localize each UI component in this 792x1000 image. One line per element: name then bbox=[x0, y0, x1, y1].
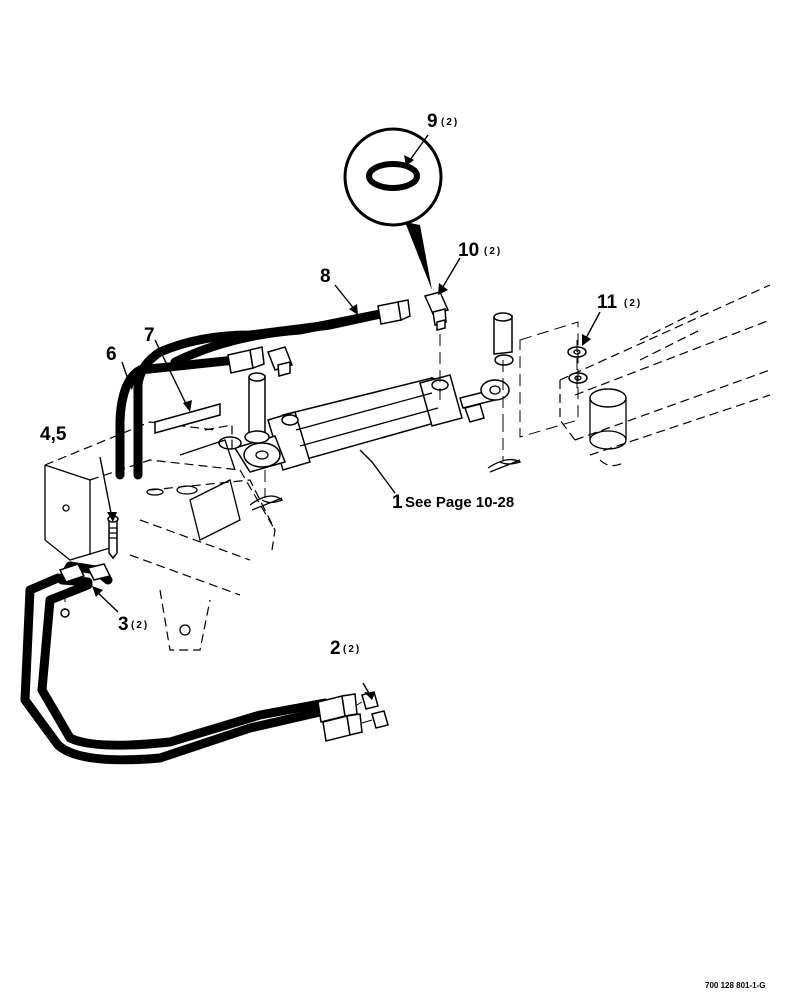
washer-item-11 bbox=[567, 340, 588, 395]
svg-text:7: 7 bbox=[144, 325, 155, 346]
svg-text:(2): (2) bbox=[343, 644, 361, 655]
o-ring-detail bbox=[343, 127, 443, 290]
callout-11: 11 (2) bbox=[597, 292, 642, 313]
svg-text:9: 9 bbox=[427, 111, 438, 132]
callout-8: 8 bbox=[320, 266, 331, 287]
lower-fittings-item-2 bbox=[317, 691, 389, 742]
wear-strip-item-7 bbox=[154, 403, 221, 434]
hose-clamps-item-3 bbox=[58, 563, 112, 583]
callout-4-5: 4,5 bbox=[40, 424, 67, 445]
svg-text:(2): (2) bbox=[131, 620, 149, 631]
section-plane bbox=[519, 321, 579, 438]
svg-text:(2): (2) bbox=[441, 117, 459, 128]
svg-text:(2): (2) bbox=[484, 246, 502, 257]
hose-item-8 bbox=[170, 308, 390, 367]
leader-lines bbox=[92, 257, 601, 700]
svg-text:3: 3 bbox=[118, 614, 129, 635]
svg-text:1: 1 bbox=[392, 492, 403, 513]
lift-arm-frame bbox=[559, 284, 771, 467]
svg-text:6: 6 bbox=[106, 344, 117, 365]
drawing-number: 700 128 801-1-G bbox=[705, 981, 766, 990]
svg-text:8: 8 bbox=[320, 266, 331, 287]
hydraulic-cylinder bbox=[233, 374, 510, 473]
hairpin-clips bbox=[249, 420, 522, 511]
upper-fittings bbox=[227, 299, 411, 374]
elbow-fitting-item-10 bbox=[267, 291, 450, 377]
callout-6: 6 bbox=[106, 344, 117, 365]
svg-text:(2): (2) bbox=[624, 298, 642, 309]
callout-2: 2 (2) bbox=[330, 638, 361, 659]
svg-text:10: 10 bbox=[458, 240, 479, 261]
svg-text:11: 11 bbox=[597, 292, 618, 313]
svg-text:4,5: 4,5 bbox=[40, 424, 67, 445]
callout-9: 9 (2) bbox=[427, 111, 459, 132]
callout-1: 1 See Page 10-28 bbox=[392, 492, 514, 513]
svg-text:See Page 10-28: See Page 10-28 bbox=[405, 494, 514, 511]
callout-7: 7 bbox=[144, 325, 155, 346]
callout-10: 10 (2) bbox=[458, 240, 502, 261]
lower-hoses bbox=[20, 561, 330, 765]
callout-3: 3 (2) bbox=[118, 614, 149, 635]
svg-text:2: 2 bbox=[330, 638, 341, 659]
clevis-pins bbox=[218, 312, 514, 450]
